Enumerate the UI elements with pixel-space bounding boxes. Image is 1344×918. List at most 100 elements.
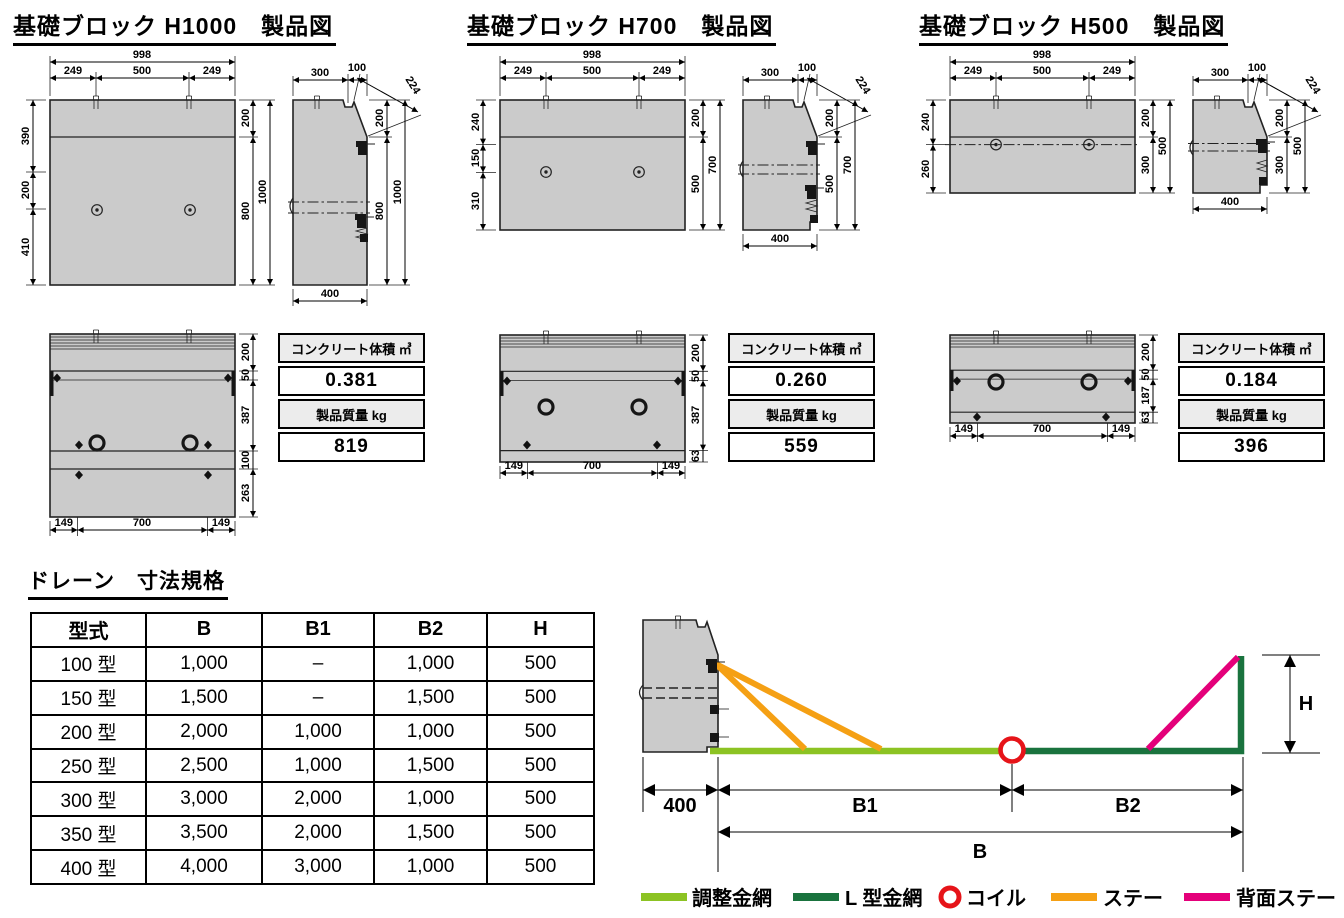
svg-text:263: 263 — [240, 484, 252, 502]
svg-text:300: 300 — [1274, 156, 1286, 174]
svg-text:400: 400 — [771, 233, 789, 245]
svg-text:300: 300 — [1140, 156, 1152, 174]
svg-text:149: 149 — [212, 517, 230, 529]
svg-text:1000: 1000 — [392, 180, 404, 204]
svg-text:700: 700 — [842, 156, 854, 174]
h500-rear-view: 200 50 187 63 149 700 149 — [949, 330, 1158, 442]
svg-text:ステー: ステー — [1103, 888, 1163, 910]
svg-text:200: 200 — [1140, 109, 1152, 127]
svg-text:249: 249 — [203, 65, 221, 77]
svg-text:998: 998 — [1033, 49, 1051, 61]
svg-text:700: 700 — [707, 156, 719, 174]
svg-text:249: 249 — [653, 65, 671, 77]
spec-table-h700: コンクリート体積 ㎥ 0.260 製品質量 kg 559 — [728, 333, 875, 465]
svg-text:50: 50 — [240, 369, 252, 381]
svg-text:200: 200 — [1274, 109, 1286, 127]
svg-text:H: H — [1299, 693, 1313, 715]
svg-text:300: 300 — [1211, 67, 1229, 79]
svg-text:500: 500 — [824, 175, 836, 193]
table-header-row: 型式 B B1 B2 H — [30, 612, 595, 648]
svg-text:200: 200 — [1140, 343, 1152, 361]
svg-text:149: 149 — [662, 460, 680, 472]
svg-text:387: 387 — [690, 406, 702, 424]
svg-text:149: 149 — [955, 423, 973, 435]
svg-text:調整金網: 調整金網 — [692, 886, 772, 910]
svg-text:410: 410 — [20, 238, 32, 256]
svg-text:500: 500 — [1157, 137, 1169, 155]
mass-label: 製品質量 kg — [278, 399, 425, 429]
svg-text:240: 240 — [920, 113, 932, 131]
volume-value: 0.260 — [728, 366, 875, 396]
svg-text:100: 100 — [1248, 62, 1266, 74]
svg-text:63: 63 — [1140, 411, 1152, 423]
svg-text:249: 249 — [514, 65, 532, 77]
svg-text:500: 500 — [133, 65, 151, 77]
svg-text:260: 260 — [920, 160, 932, 178]
svg-text:500: 500 — [1033, 65, 1051, 77]
h700-rear-view: 200 50 387 63 149 700 149 — [499, 330, 708, 479]
stay-lines — [713, 661, 883, 752]
svg-text:500: 500 — [1292, 137, 1304, 155]
svg-text:249: 249 — [964, 65, 982, 77]
volume-label: コンクリート体積 ㎥ — [1178, 333, 1325, 363]
svg-text:100: 100 — [798, 62, 816, 74]
svg-text:150: 150 — [470, 149, 482, 167]
mass-label: 製品質量 kg — [1178, 399, 1325, 429]
svg-text:300: 300 — [761, 67, 779, 79]
col-header-b1: B1 — [261, 612, 375, 648]
svg-text:63: 63 — [690, 450, 702, 462]
volume-label: コンクリート体積 ㎥ — [728, 333, 875, 363]
mass-value: 396 — [1178, 432, 1325, 462]
h1000-rear-view: 200 50 387 100 263 149 700 149 — [49, 329, 258, 536]
l-mesh-line — [1024, 656, 1245, 755]
svg-text:50: 50 — [690, 370, 702, 382]
stay-swatch — [1051, 893, 1097, 901]
volume-value: 0.184 — [1178, 366, 1325, 396]
svg-text:500: 500 — [583, 65, 601, 77]
svg-text:1000: 1000 — [257, 180, 269, 204]
mass-value: 819 — [278, 432, 425, 462]
svg-text:100: 100 — [240, 451, 252, 469]
drain-assembly-diagram: H 400 B1 B2 B — [638, 615, 1320, 872]
svg-text:240: 240 — [470, 113, 482, 131]
svg-text:800: 800 — [374, 202, 386, 220]
h500-side-view: 300 100 224 200 300 500 400 — [1188, 62, 1323, 214]
svg-text:500: 500 — [690, 175, 702, 193]
drain-section-title: ドレーン 寸法規格 — [28, 565, 228, 600]
svg-text:149: 149 — [505, 460, 523, 472]
h1000-side-view: 300 100 224 200 800 1000 400 — [288, 62, 423, 306]
svg-text:700: 700 — [583, 460, 601, 472]
svg-text:800: 800 — [240, 202, 252, 220]
svg-text:310: 310 — [470, 192, 482, 210]
svg-text:249: 249 — [1103, 65, 1121, 77]
svg-text:224: 224 — [403, 74, 423, 97]
legend-item-l-mesh: L 型金網 — [793, 886, 922, 910]
h700-side-view: 300 100 224 200 500 700 400 — [738, 62, 873, 251]
svg-text:コイル: コイル — [966, 888, 1026, 910]
svg-text:187: 187 — [1140, 386, 1152, 404]
svg-text:700: 700 — [133, 517, 151, 529]
legend-item-rear-stay: 背面ステー — [1184, 886, 1336, 910]
spec-table-h500: コンクリート体積 ㎥ 0.184 製品質量 kg 396 — [1178, 333, 1325, 465]
svg-text:400: 400 — [1221, 196, 1239, 208]
coil-swatch-icon — [938, 885, 962, 909]
svg-text:背面ステー: 背面ステー — [1236, 886, 1336, 910]
volume-label: コンクリート体積 ㎥ — [278, 333, 425, 363]
svg-text:B1: B1 — [852, 795, 878, 817]
svg-text:200: 200 — [20, 181, 32, 199]
svg-text:200: 200 — [374, 109, 386, 127]
svg-text:387: 387 — [240, 406, 252, 424]
svg-text:200: 200 — [690, 344, 702, 362]
svg-text:B: B — [973, 841, 987, 863]
svg-text:50: 50 — [1140, 368, 1152, 380]
svg-text:200: 200 — [240, 109, 252, 127]
